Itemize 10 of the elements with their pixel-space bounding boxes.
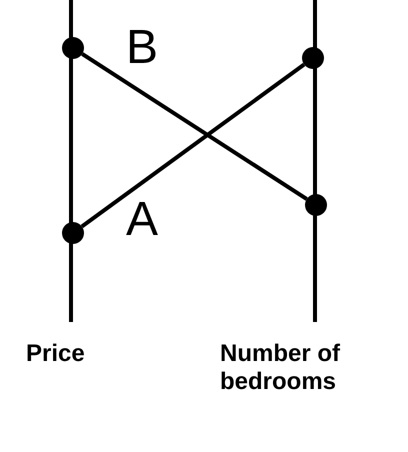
data-point (305, 194, 327, 216)
data-point (62, 37, 84, 59)
line-label: A (126, 196, 158, 244)
data-point (62, 222, 84, 244)
connector-line (81, 52, 308, 201)
connector-line (80, 62, 306, 228)
axis-label: Number of bedrooms (220, 340, 341, 396)
data-point (302, 47, 324, 69)
axis-label: Price (26, 340, 86, 368)
line-label: B (126, 24, 158, 72)
